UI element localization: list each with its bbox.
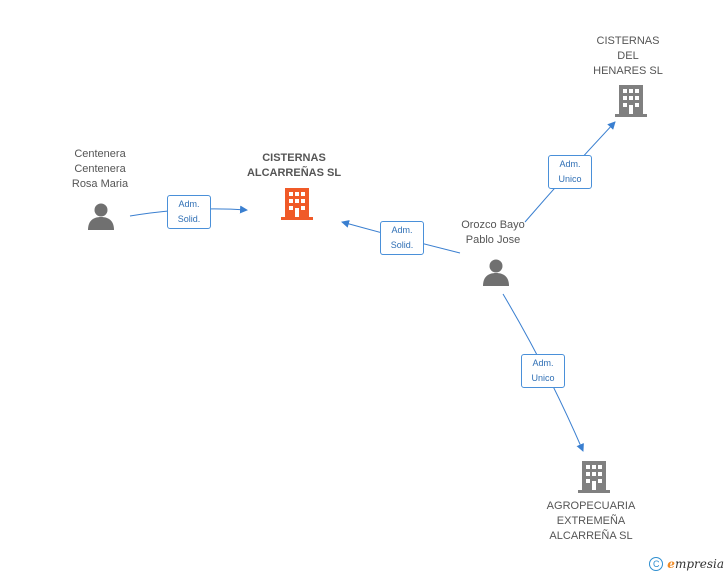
role-badge-centenera: Adm. Solid.: [167, 195, 211, 229]
person-icon[interactable]: [88, 203, 114, 231]
role-badge-orozco-agropecuaria: Adm. Unico: [521, 354, 565, 388]
copyright-icon: C: [649, 557, 664, 571]
person-label-orozco[interactable]: Orozco Bayo Pablo Jose: [461, 219, 525, 246]
person-icon[interactable]: [483, 259, 509, 287]
brand-logo: empresia: [667, 557, 724, 571]
role-badge-orozco-henares: Adm. Unico: [548, 155, 592, 189]
company-label-agropecuaria[interactable]: AGROPECUARIA EXTREMEÑA ALCARREÑA SL: [546, 500, 636, 542]
building-icon[interactable]: [615, 85, 647, 117]
footer-brand: C empresia: [649, 557, 724, 571]
building-icon[interactable]: [281, 188, 313, 220]
building-icon[interactable]: [578, 461, 610, 493]
person-label-centenera[interactable]: Centenera Centenera Rosa Maria: [71, 148, 129, 190]
company-label-main[interactable]: CISTERNAS ALCARREÑAS SL: [246, 152, 342, 179]
role-badge-orozco-main: Adm. Solid.: [380, 221, 424, 255]
company-label-henares[interactable]: CISTERNAS DEL HENARES SL: [593, 35, 663, 77]
